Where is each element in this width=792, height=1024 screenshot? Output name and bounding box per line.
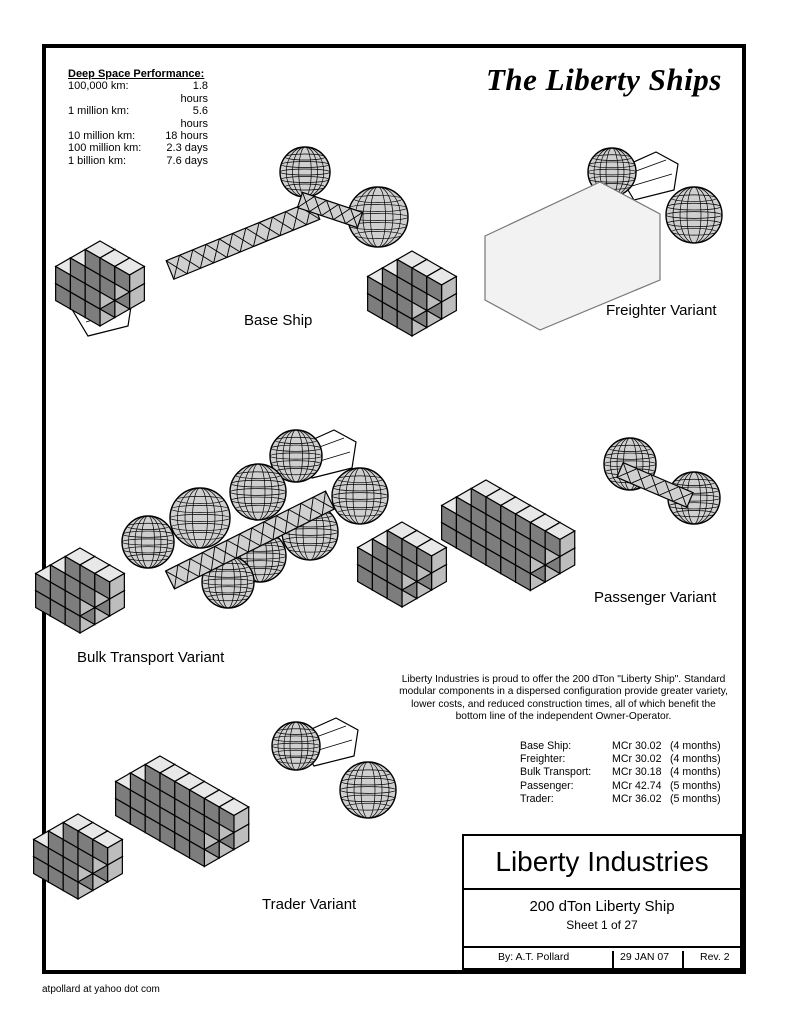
module-front — [94, 572, 111, 601]
module-front — [426, 275, 443, 304]
trader-label: Trader Variant — [262, 896, 357, 913]
performance-row: 100,000 km:1.8 hours — [68, 80, 208, 105]
truss-strut — [314, 196, 322, 216]
truss-strut — [664, 480, 674, 502]
truss-strut — [326, 200, 334, 220]
truss-strut — [226, 539, 249, 553]
title-block-footer: By: A.T. Pollard 29 JAN 07 Rev. 2 — [464, 946, 740, 971]
performance-table: Deep Space Performance: 100,000 km:1.8 h… — [68, 68, 208, 167]
sphere-grid-line — [271, 721, 321, 771]
truss-strut — [239, 533, 261, 547]
truss-strut — [622, 462, 632, 484]
sphere-grid-line — [121, 515, 175, 569]
truss-strut — [232, 233, 254, 247]
sphere-grid-line — [169, 487, 231, 549]
module-front — [544, 529, 561, 558]
truss-strut — [245, 227, 267, 242]
price-row: Trader:MCr 36.02(5 months) — [520, 792, 721, 805]
title-block: Liberty Industries 200 dTon Liberty Ship… — [462, 834, 742, 971]
truss-strut — [300, 502, 323, 516]
truss-strut — [177, 564, 200, 578]
drawing-border — [42, 44, 746, 974]
truss-strut — [165, 260, 188, 275]
truss-strut — [285, 211, 307, 226]
truss-strut — [214, 546, 237, 559]
sheet-number: Sheet 1 of 27 — [566, 918, 638, 932]
truss-strut — [263, 521, 286, 534]
date: 29 JAN 07 — [620, 951, 670, 963]
performance-heading: Deep Space Performance: — [68, 68, 205, 80]
sheet-title: The Liberty Ships — [486, 62, 722, 97]
description: Liberty Industries is proud to offer the… — [399, 674, 728, 723]
performance-row: 10 million km:18 hours — [68, 130, 208, 143]
module-front — [114, 265, 131, 294]
price-row: Passenger:MCr 42.74(5 months) — [520, 779, 721, 792]
passenger-label: Passenger Variant — [594, 589, 717, 606]
truss-strut — [338, 204, 346, 224]
base-ship-label: Base Ship — [244, 312, 313, 329]
truss-strut — [189, 558, 212, 571]
truss-strut — [202, 552, 224, 565]
contact-email: atpollard at yahoo dot com — [42, 984, 160, 995]
divider — [612, 951, 614, 971]
sphere-grid-line — [339, 761, 397, 819]
truss-strut — [258, 222, 281, 236]
performance-row: 1 million km:5.6 hours — [68, 105, 208, 130]
truss-strut — [165, 570, 187, 584]
author: By: A.T. Pollard — [498, 951, 570, 963]
truss-strut — [636, 468, 646, 490]
module-front — [92, 838, 109, 867]
truss-strut — [288, 509, 311, 522]
price-list: Base Ship:MCr 30.02(4 months) Freighter:… — [520, 740, 721, 806]
truss-strut — [650, 474, 660, 496]
performance-row: 100 million km:2.3 days — [68, 142, 208, 155]
module-front — [218, 805, 235, 834]
freighter-label: Freighter Variant — [606, 302, 717, 319]
truss-strut — [205, 244, 228, 258]
sphere-grid-line — [331, 467, 389, 525]
truss-strut — [302, 192, 310, 212]
truss-strut — [313, 496, 335, 510]
truss-strut — [251, 527, 274, 541]
nacelle-line — [631, 173, 673, 187]
price-row: Bulk Transport:MCr 30.18(4 months) — [520, 766, 721, 779]
sphere-grid-line — [603, 437, 657, 491]
module-front — [416, 546, 433, 575]
truss-strut — [219, 238, 241, 253]
divider — [682, 951, 684, 971]
truss-strut — [192, 249, 214, 264]
truss-strut — [179, 254, 201, 269]
company-name: Liberty Industries — [464, 836, 740, 890]
cargo-frame-outline — [484, 181, 661, 331]
sphere-grid-line — [665, 186, 723, 244]
truss-strut — [272, 216, 294, 231]
performance-row: 1 billion km:7.6 days — [68, 154, 208, 167]
truss-strut — [678, 486, 688, 508]
truss-strut — [350, 208, 358, 228]
sphere-grid-line — [229, 463, 287, 521]
truss-strut — [276, 515, 298, 528]
revision: Rev. 2 — [700, 951, 730, 963]
bulk-transport-label: Bulk Transport Variant — [77, 649, 225, 666]
price-row: Freighter:MCr 30.02(4 months) — [520, 753, 721, 766]
sphere-grid-line — [269, 429, 323, 483]
ship-name: 200 dTon Liberty Ship — [529, 898, 675, 915]
price-row: Base Ship:MCr 30.02(4 months) — [520, 740, 721, 752]
